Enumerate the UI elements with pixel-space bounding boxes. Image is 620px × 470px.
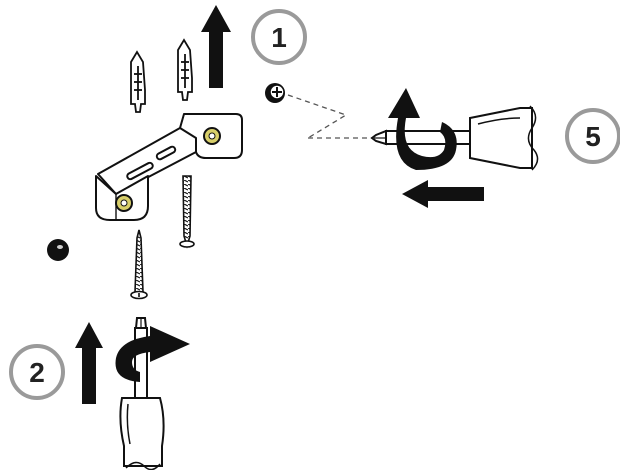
step-5-label: 5: [585, 121, 601, 152]
step-2-label: 2: [29, 357, 45, 388]
step-5-badge: 5: [565, 108, 620, 164]
step-1-label: 1: [271, 22, 287, 53]
wood-screw-bottom: [130, 229, 148, 300]
wall-plug-right: [177, 38, 193, 101]
bracket-screw-back: [203, 127, 221, 145]
wall-plug-left: [130, 50, 146, 113]
step-2-badge: 2: [9, 344, 65, 400]
bracket-screw-front: [115, 194, 133, 212]
step-5-rotate-arrow-icon: [388, 88, 457, 170]
wood-screw-right: [179, 175, 195, 249]
step-2-rotate-arrow-icon: [115, 326, 190, 382]
step-2-up-arrow-icon: [75, 322, 103, 404]
step-5-left-arrow-icon: [402, 180, 484, 208]
step-1-up-arrow-icon: [201, 5, 231, 88]
black-cap: [47, 239, 69, 261]
small-screw: [265, 83, 285, 103]
alignment-guide: [287, 94, 376, 139]
step-1-badge: 1: [251, 9, 307, 65]
